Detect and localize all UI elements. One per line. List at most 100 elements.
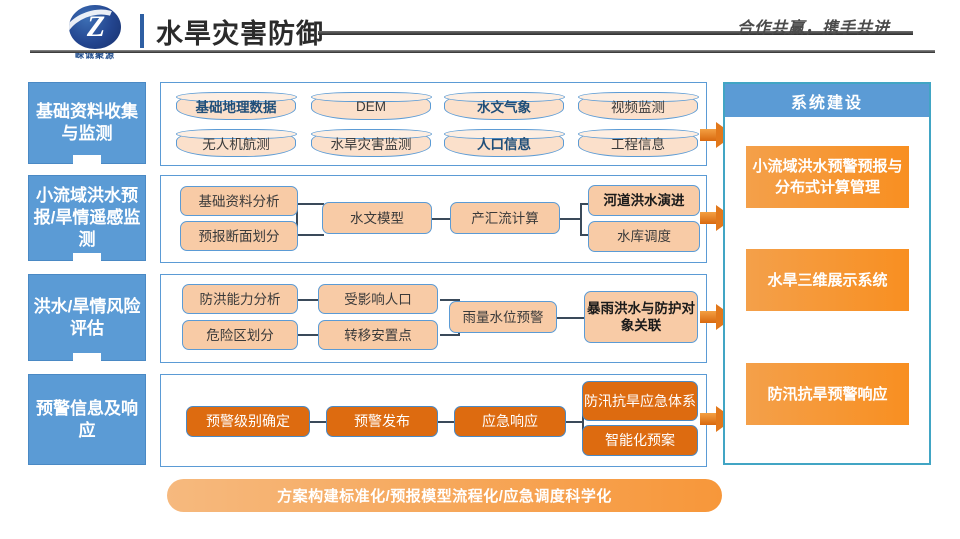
flow-arrow-row4-shaft	[700, 413, 718, 425]
connector-r2-e	[556, 218, 582, 220]
process-node-river-routing[interactable]: 河道洪水演进	[588, 185, 700, 216]
process-node-reservoir-dispatch-label: 水库调度	[617, 229, 671, 244]
connector-r4-d	[582, 403, 584, 439]
logo-z-mark: Z	[86, 10, 106, 43]
data-node-base-geo[interactable]: 基础地理数据	[175, 91, 297, 120]
risk-node-danger-zone[interactable]: 危险区划分	[182, 320, 298, 350]
risk-node-storm-protection-link[interactable]: 暴雨洪水与防护对象关联	[584, 291, 698, 343]
connector-r2-d	[428, 218, 454, 220]
risk-node-flood-capacity-label: 防洪能力分析	[199, 291, 281, 307]
response-node-smart-plan[interactable]: 智能化预案	[582, 425, 698, 456]
response-node-warning-level[interactable]: 预警级别确定	[186, 406, 310, 437]
data-node-video-monitor[interactable]: 视频监测	[577, 91, 699, 120]
risk-node-storm-protection-link-label: 暴雨洪水与防护对象关联	[587, 301, 695, 333]
flow-arrow-row3-shaft	[700, 311, 718, 323]
risk-node-affected-population-label: 受影响人口	[344, 291, 412, 307]
stage-4-label: 预警信息及响应	[36, 398, 138, 440]
connector-r4-c	[566, 421, 584, 423]
title-accent-bar	[140, 14, 144, 48]
system-box-warning-response-label: 防汛抗旱预警响应	[767, 385, 888, 403]
data-node-population[interactable]: 人口信息	[443, 128, 565, 157]
response-node-warning-release-label: 预警发布	[354, 413, 410, 429]
system-construction-panel: 系统建设 小流域洪水预警预报与分布式计算管理 水旱三维展示系统 防汛抗旱预警响应	[723, 82, 931, 465]
header-divider	[30, 50, 935, 53]
stage-2-label: 小流域洪水预报/旱情遥感监测	[33, 186, 141, 249]
process-node-base-analysis[interactable]: 基础资料分析	[180, 186, 298, 216]
process-node-runoff-calc[interactable]: 产汇流计算	[450, 202, 560, 234]
flow-arrow-row2-shaft	[700, 212, 718, 224]
risk-node-flood-capacity[interactable]: 防洪能力分析	[182, 284, 298, 314]
flow-arrow-row1-shaft	[700, 129, 718, 141]
bottom-banner-label: 方案构建标准化/预报模型流程化/应急调度科学化	[277, 488, 612, 505]
response-node-emergency-response[interactable]: 应急响应	[454, 406, 566, 437]
header-slogan: 合作共赢，携手共进	[736, 20, 890, 37]
risk-node-relocation-site[interactable]: 转移安置点	[318, 320, 438, 350]
connector-r2-a	[296, 203, 324, 205]
system-construction-header: 系统建设	[725, 84, 929, 117]
process-node-hydro-model-label: 水文模型	[350, 210, 404, 226]
data-node-hydro-meteo[interactable]: 水文气象	[443, 91, 565, 120]
sidebar-item-stage-2[interactable]: 小流域洪水预报/旱情遥感监测	[28, 175, 146, 261]
risk-node-rain-level-warning-label: 雨量水位预警	[462, 309, 544, 325]
data-node-engineering-label: 工程信息	[611, 137, 665, 152]
risk-node-affected-population[interactable]: 受影响人口	[318, 284, 438, 314]
logo-company-name: 嵘诚聚源	[74, 50, 115, 60]
data-node-population-label: 人口信息	[477, 137, 531, 152]
connector-r2-c	[296, 234, 324, 236]
system-box-3d-display-label: 水旱三维展示系统	[767, 271, 888, 289]
system-box-small-basin-forecast-label: 小流域洪水预警预报与分布式计算管理	[752, 158, 903, 196]
connector-r3-c	[440, 299, 460, 301]
connector-r2-g	[580, 203, 592, 205]
page-header: Z 嵘诚聚源 水旱灾害防御 合作共赢，携手共进	[0, 0, 960, 62]
process-node-river-routing-label: 河道洪水演进	[603, 193, 685, 208]
process-node-reservoir-dispatch[interactable]: 水库调度	[588, 221, 700, 252]
page-title: 水旱灾害防御	[156, 19, 324, 49]
system-box-small-basin-forecast[interactable]: 小流域洪水预警预报与分布式计算管理	[746, 146, 909, 208]
process-node-runoff-calc-label: 产汇流计算	[471, 210, 539, 226]
response-node-emergency-response-label: 应急响应	[482, 413, 538, 429]
response-node-flood-drought-system-label: 防汛抗旱应急体系	[584, 392, 696, 409]
risk-node-rain-level-warning[interactable]: 雨量水位预警	[449, 301, 557, 333]
stage-arrow-3-4-icon	[63, 353, 111, 377]
connector-r3-a	[298, 299, 320, 301]
bottom-banner: 方案构建标准化/预报模型流程化/应急调度科学化	[167, 479, 722, 512]
stage-3-label: 洪水/旱情风险评估	[33, 296, 141, 338]
data-node-hydro-meteo-label: 水文气象	[477, 100, 531, 115]
sidebar-item-stage-1[interactable]: 基础资料收集与监测	[28, 82, 146, 164]
system-box-warning-response[interactable]: 防汛抗旱预警响应	[746, 363, 909, 425]
data-node-video-monitor-label: 视频监测	[611, 100, 665, 115]
sidebar-item-stage-3[interactable]: 洪水/旱情风险评估	[28, 274, 146, 361]
stage-arrow-2-3-icon	[63, 253, 111, 277]
data-node-base-geo-label: 基础地理数据	[195, 100, 277, 115]
data-node-engineering[interactable]: 工程信息	[577, 128, 699, 157]
connector-r4-b	[438, 421, 456, 423]
connector-r3-b	[298, 334, 320, 336]
process-node-section-division-label: 预报断面划分	[198, 228, 280, 244]
process-node-hydro-model[interactable]: 水文模型	[322, 202, 432, 234]
stage-1-label: 基础资料收集与监测	[36, 102, 138, 143]
response-node-warning-level-label: 预警级别确定	[206, 413, 290, 429]
risk-node-relocation-site-label: 转移安置点	[344, 327, 412, 343]
company-logo: Z 嵘诚聚源	[52, 4, 138, 60]
connector-r2-h	[580, 234, 592, 236]
connector-r2-f	[580, 203, 582, 235]
data-node-dem-label: DEM	[356, 98, 386, 114]
data-node-disaster-monitor-label: 水旱灾害监测	[330, 137, 412, 152]
system-box-3d-display[interactable]: 水旱三维展示系统	[746, 249, 909, 311]
process-node-section-division[interactable]: 预报断面划分	[180, 221, 298, 251]
data-node-dem[interactable]: DEM	[310, 91, 432, 120]
response-node-smart-plan-label: 智能化预案	[605, 432, 675, 448]
response-node-flood-drought-system[interactable]: 防汛抗旱应急体系	[582, 381, 698, 421]
title-rule-line	[318, 31, 913, 35]
connector-r4-a	[310, 421, 328, 423]
connector-r3-e	[440, 334, 460, 336]
process-node-base-analysis-label: 基础资料分析	[198, 193, 280, 209]
data-node-uav-survey-label: 无人机航测	[202, 137, 270, 152]
data-node-uav-survey[interactable]: 无人机航测	[175, 128, 297, 157]
data-node-disaster-monitor[interactable]: 水旱灾害监测	[310, 128, 432, 157]
sidebar-item-stage-4[interactable]: 预警信息及响应	[28, 374, 146, 465]
risk-node-danger-zone-label: 危险区划分	[206, 327, 274, 343]
connector-r3-g	[556, 317, 588, 319]
response-node-warning-release[interactable]: 预警发布	[326, 406, 438, 437]
logo-disc-icon: Z	[69, 5, 121, 49]
